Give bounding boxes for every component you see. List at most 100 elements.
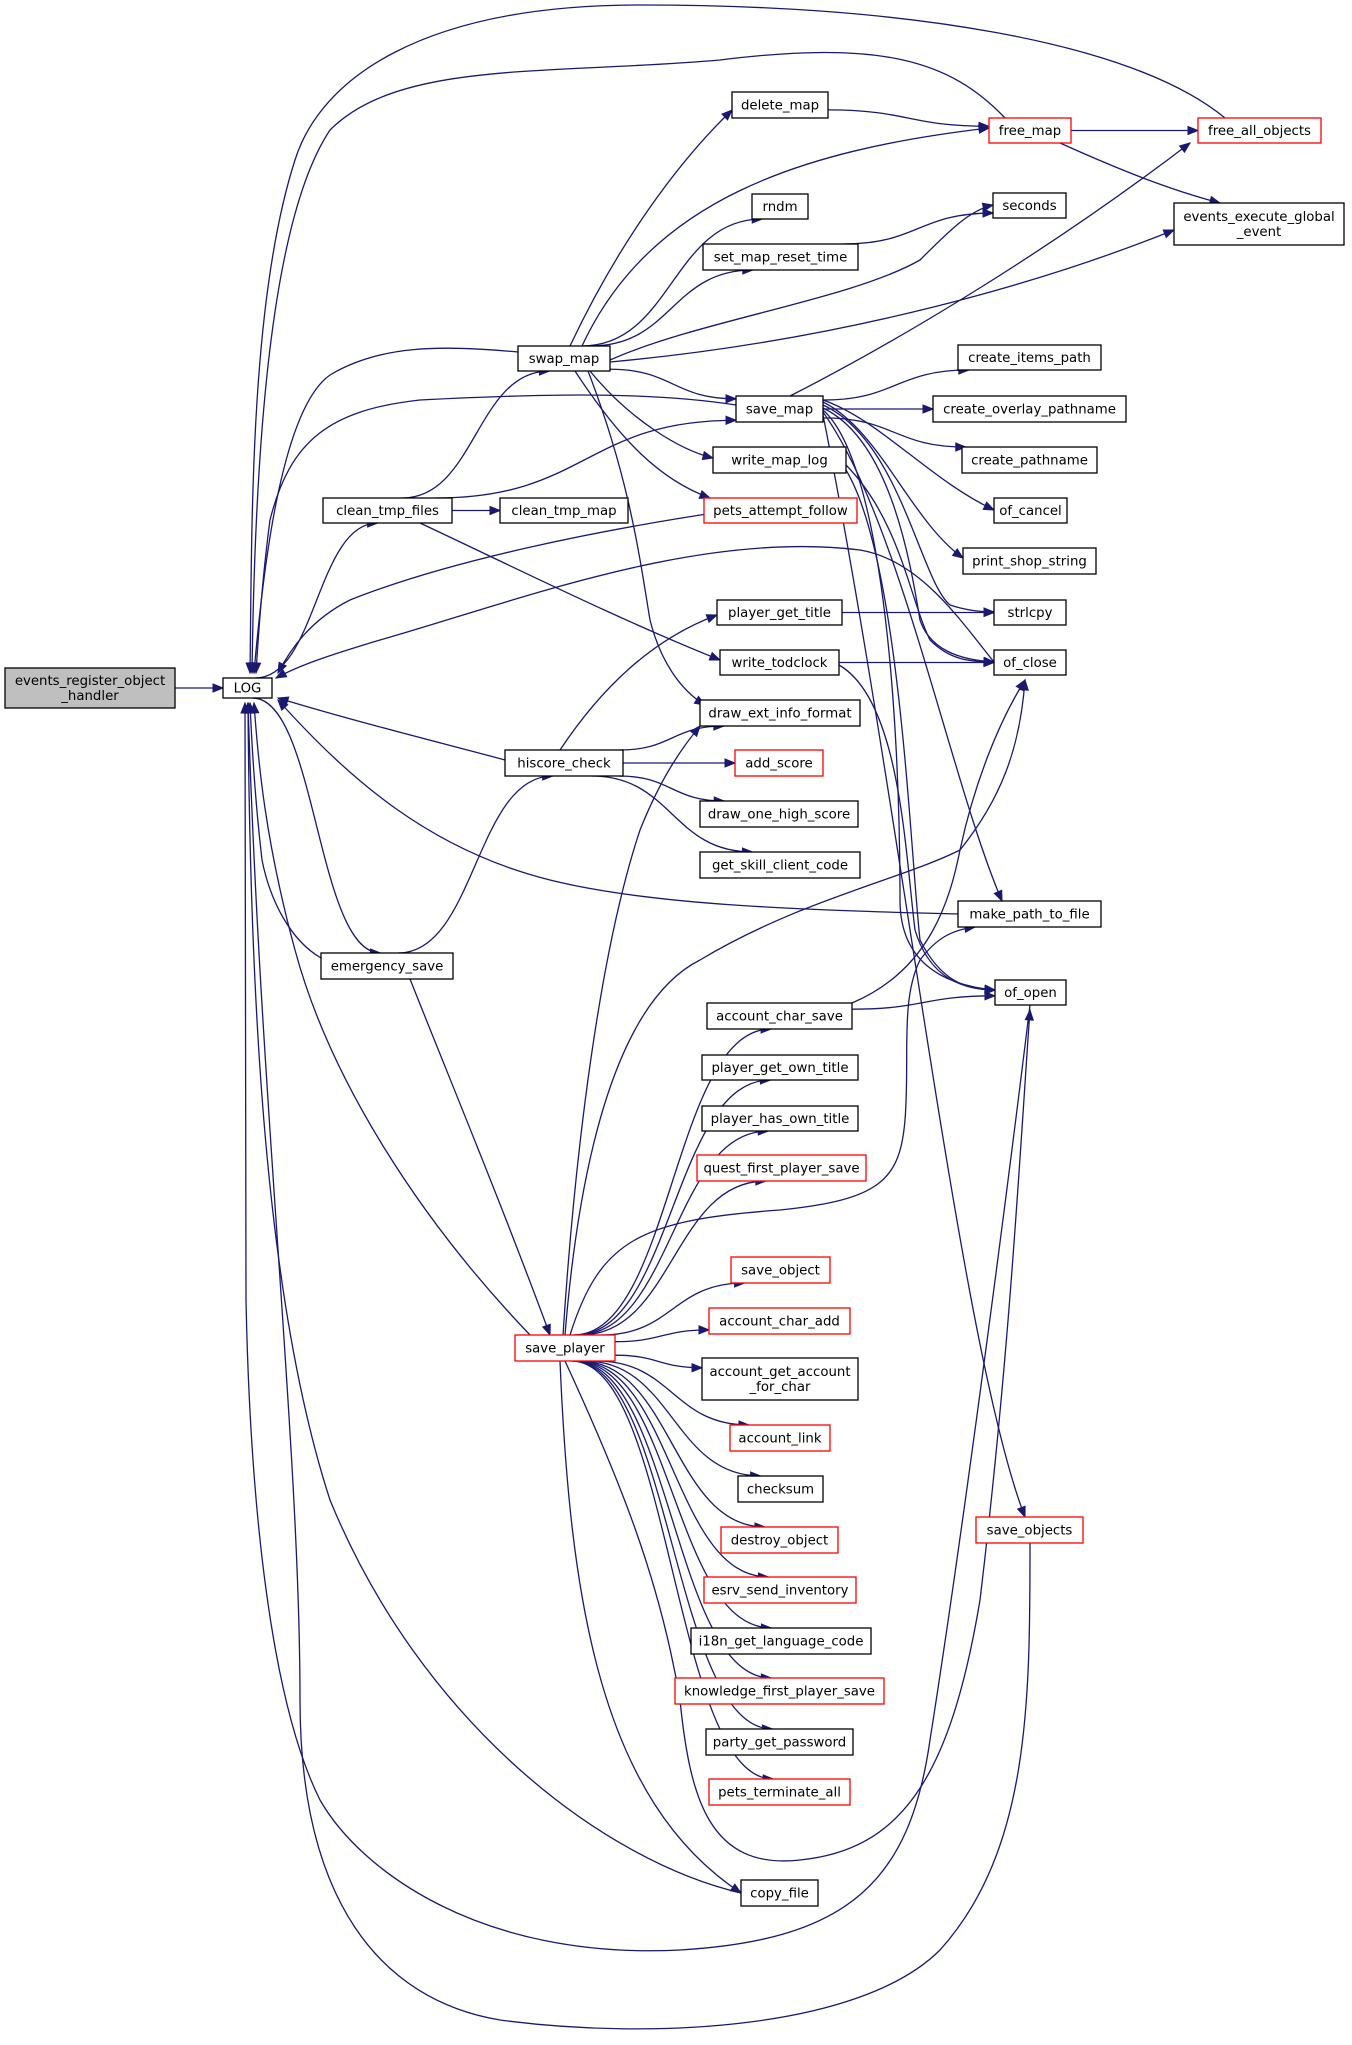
node-player-has-own-title[interactable]: player_has_own_title — [701, 1105, 859, 1132]
node-emergency-save[interactable]: emergency_save — [320, 952, 454, 980]
node-create-pathname[interactable]: create_pathname — [961, 446, 1098, 474]
node-player-get-own-title[interactable]: player_get_own_title — [701, 1054, 859, 1081]
node-write-map-log[interactable]: write_map_log — [712, 446, 847, 474]
edge-arrowhead — [250, 701, 260, 714]
node-rndm[interactable]: rndm — [751, 193, 809, 220]
node-events-register-object-handler[interactable]: events_register_object_handler — [4, 667, 176, 709]
node-create-overlay-pathname[interactable]: create_overlay_pathname — [932, 395, 1127, 423]
node-clean-tmp-files[interactable]: clean_tmp_files — [322, 497, 453, 524]
edge-hiscore_check-to-get_skill_client_code — [591, 775, 753, 853]
node-label: draw_ext_info_format — [708, 707, 851, 722]
node-of-open[interactable]: of_open — [994, 979, 1067, 1006]
edge-save_player-to-draw_ext_info_format — [562, 725, 701, 1336]
node-box — [737, 1475, 824, 1503]
node-destroy-object[interactable]: destroy_object — [720, 1526, 839, 1554]
node-account-char-save[interactable]: account_char_save — [706, 1002, 853, 1030]
node-create-items-path[interactable]: create_items_path — [957, 344, 1102, 371]
node-delete-map[interactable]: delete_map — [731, 91, 829, 119]
edge-arrowhead — [721, 109, 733, 121]
node-box — [1197, 117, 1322, 144]
node-label: set_map_reset_time — [714, 251, 848, 266]
node-print-shop-string[interactable]: print_shop_string — [962, 547, 1097, 575]
node-draw-one-high-score[interactable]: draw_one_high_score — [699, 800, 859, 828]
node-box — [699, 699, 861, 727]
node-save-map[interactable]: save_map — [735, 395, 824, 423]
edge-save_player-to-account_link — [596, 1360, 749, 1426]
edge-arrowhead — [982, 208, 995, 218]
node-label: hiscore_check — [517, 757, 611, 772]
edge-emergency_save-to-save_player — [409, 978, 551, 1336]
node-hiscore-check[interactable]: hiscore_check — [504, 749, 624, 777]
node-player-get-title[interactable]: player_get_title — [716, 599, 843, 626]
edge-save_player-to-party_get_password — [572, 1360, 773, 1730]
node-free-map[interactable]: free_map — [988, 117, 1072, 144]
node-label: player_has_own_title — [711, 1112, 850, 1127]
node-box — [4, 667, 176, 709]
node-checksum[interactable]: checksum — [737, 1475, 824, 1503]
node-box — [517, 345, 611, 372]
node-box — [932, 395, 1127, 423]
node-label: account_get_account — [709, 1365, 850, 1380]
node-LOG[interactable]: LOG — [222, 677, 273, 699]
node-box — [992, 192, 1067, 219]
edge-swap_map-to-rndm — [581, 218, 763, 347]
node-free-all-objects[interactable]: free_all_objects — [1197, 117, 1322, 144]
node-i18n-get-language-code[interactable]: i18n_get_language_code — [690, 1627, 872, 1655]
node-make-path-to-file[interactable]: make_path_to_file — [957, 900, 1102, 928]
edge-save_map-to-make_path_to_file — [822, 411, 1003, 902]
node-write-todclock[interactable]: write_todclock — [719, 649, 840, 676]
edge-arrowhead — [993, 889, 1003, 903]
node-label: rndm — [762, 200, 797, 215]
node-of-close[interactable]: of_close — [993, 649, 1067, 676]
node-label: draw_one_high_score — [708, 808, 850, 823]
node-label: save_map — [746, 403, 813, 418]
node-account-get-account-for-char[interactable]: account_get_account_for_char — [701, 1357, 859, 1401]
edge-arrowhead — [245, 662, 255, 675]
node-set-map-reset-time[interactable]: set_map_reset_time — [702, 243, 859, 271]
edge-write_map_log-to-of_close — [845, 464, 995, 663]
edge-save_map-to-of_cancel — [822, 399, 995, 511]
node-knowledge-first-player-save[interactable]: knowledge_first_player_save — [674, 1677, 885, 1705]
edge-free_map-to-events_execute_global_event — [1059, 142, 1221, 204]
node-box — [514, 1334, 616, 1362]
node-clean-tmp-map[interactable]: clean_tmp_map — [499, 497, 629, 524]
node-seconds[interactable]: seconds — [992, 192, 1067, 219]
node-add-score[interactable]: add_score — [734, 749, 824, 777]
node-box — [751, 193, 809, 220]
node-label: player_get_title — [728, 606, 831, 621]
edge-save_map-to-save_objects — [822, 414, 1026, 1518]
node-account-link[interactable]: account_link — [729, 1424, 831, 1452]
node-pets-terminate-all[interactable]: pets_terminate_all — [708, 1778, 851, 1806]
edge-arrowhead — [1016, 1505, 1026, 1519]
edge-save_player-to-of_close — [564, 679, 1026, 1336]
node-esrv-send-inventory[interactable]: esrv_send_inventory — [703, 1576, 857, 1604]
edge-save_player-to-copy_file — [559, 1360, 742, 1894]
node-swap-map[interactable]: swap_map — [517, 345, 611, 372]
edge-arrowhead — [725, 415, 738, 426]
node-quest-first-player-save[interactable]: quest_first_player_save — [696, 1154, 867, 1182]
node-label: save_player — [525, 1342, 605, 1357]
node-pets-attempt-follow[interactable]: pets_attempt_follow — [703, 497, 858, 524]
edge-clean_tmp_files-to-swap_map — [402, 370, 550, 499]
node-save-objects[interactable]: save_objects — [975, 1516, 1084, 1544]
node-box — [703, 1576, 857, 1604]
node-draw-ext-info-format[interactable]: draw_ext_info_format — [699, 699, 861, 727]
node-of-cancel[interactable]: of_cancel — [993, 497, 1068, 524]
node-strlcpy[interactable]: strlcpy — [993, 599, 1067, 626]
node-events-execute-global-event[interactable]: events_execute_global_event — [1173, 202, 1345, 246]
edge-save_player-to-make_path_to_file — [569, 926, 976, 1336]
node-account-char-add[interactable]: account_char_add — [708, 1307, 851, 1335]
node-box — [961, 446, 1098, 474]
node-get-skill-client-code[interactable]: get_skill_client_code — [699, 851, 861, 879]
edge-swap_map-to-pets_attempt_follow — [574, 370, 711, 499]
node-save-player[interactable]: save_player — [514, 1334, 616, 1362]
node-save-object[interactable]: save_object — [730, 1256, 831, 1284]
node-party-get-password[interactable]: party_get_password — [705, 1728, 854, 1756]
node-copy-file[interactable]: copy_file — [740, 1879, 819, 1907]
node-label: account_char_add — [719, 1315, 840, 1330]
edge-of_open-to-LOG — [244, 702, 1031, 1952]
node-box — [719, 649, 840, 676]
node-box — [993, 497, 1068, 524]
node-label: quest_first_player_save — [703, 1162, 859, 1177]
edge-arrowhead — [243, 701, 254, 714]
